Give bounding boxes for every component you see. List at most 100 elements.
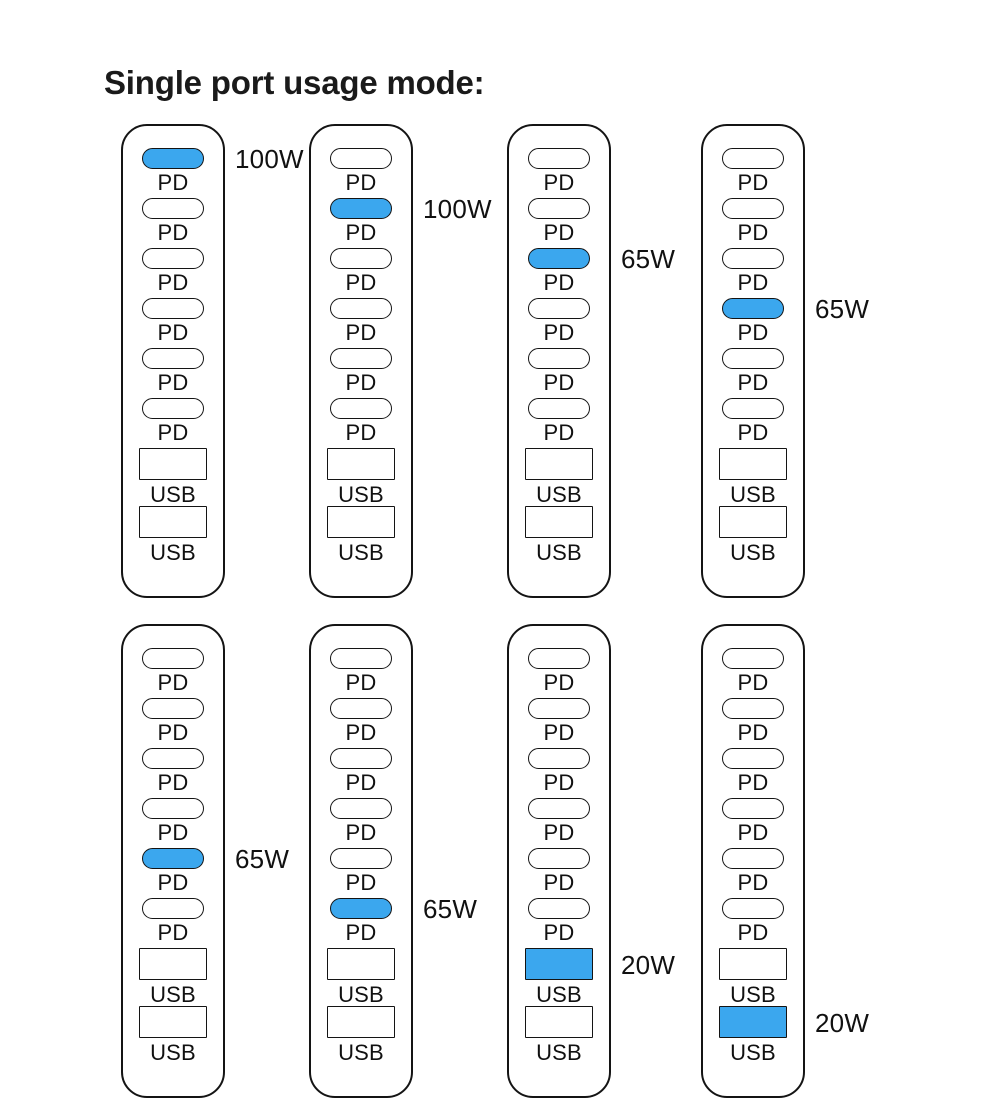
port-group-usb-8[interactable]: USB	[123, 506, 223, 564]
port-group-pd-2[interactable]: PD	[703, 698, 803, 748]
pd-port-icon[interactable]	[142, 698, 204, 719]
port-group-pd-6[interactable]: PD	[509, 898, 609, 948]
pd-port-icon[interactable]	[722, 398, 784, 419]
usb-port-icon[interactable]	[525, 448, 593, 480]
port-group-pd-1[interactable]: PD	[123, 148, 223, 198]
pd-port-icon[interactable]	[142, 748, 204, 769]
port-group-pd-5[interactable]: PD	[509, 348, 609, 398]
port-group-pd-5[interactable]: PD	[123, 848, 223, 898]
port-group-pd-5[interactable]: PD	[123, 348, 223, 398]
port-group-pd-4[interactable]: PD	[509, 798, 609, 848]
usb-port-icon[interactable]	[139, 1006, 207, 1038]
port-group-pd-3[interactable]: PD	[703, 748, 803, 798]
port-group-pd-3[interactable]: PD	[703, 248, 803, 298]
pd-port-icon[interactable]	[142, 348, 204, 369]
port-group-pd-2[interactable]: PD	[509, 698, 609, 748]
pd-port-icon[interactable]	[722, 348, 784, 369]
active-pd-port-icon[interactable]	[142, 848, 204, 869]
pd-port-icon[interactable]	[722, 748, 784, 769]
port-group-usb-8[interactable]: USB	[703, 506, 803, 564]
pd-port-icon[interactable]	[330, 848, 392, 869]
pd-port-icon[interactable]	[722, 248, 784, 269]
port-group-pd-3[interactable]: PD	[311, 248, 411, 298]
port-group-pd-4[interactable]: PD	[509, 298, 609, 348]
port-group-pd-4[interactable]: PD	[311, 298, 411, 348]
port-group-pd-3[interactable]: PD	[509, 748, 609, 798]
port-group-pd-4[interactable]: PD	[123, 798, 223, 848]
pd-port-icon[interactable]	[142, 798, 204, 819]
port-group-usb-8[interactable]: USB	[509, 506, 609, 564]
port-group-pd-6[interactable]: PD	[509, 398, 609, 448]
port-group-pd-5[interactable]: PD	[311, 848, 411, 898]
port-group-usb-7[interactable]: USB	[311, 448, 411, 506]
port-group-pd-6[interactable]: PD	[123, 898, 223, 948]
pd-port-icon[interactable]	[528, 698, 590, 719]
pd-port-icon[interactable]	[722, 898, 784, 919]
pd-port-icon[interactable]	[722, 848, 784, 869]
active-usb-port-icon[interactable]	[719, 1006, 787, 1038]
active-pd-port-icon[interactable]	[528, 248, 590, 269]
port-group-usb-7[interactable]: USB	[509, 948, 609, 1006]
port-group-usb-7[interactable]: USB	[123, 948, 223, 1006]
port-group-usb-8[interactable]: USB	[123, 1006, 223, 1064]
pd-port-icon[interactable]	[142, 898, 204, 919]
port-group-usb-7[interactable]: USB	[703, 448, 803, 506]
pd-port-icon[interactable]	[330, 698, 392, 719]
pd-port-icon[interactable]	[528, 748, 590, 769]
port-group-pd-1[interactable]: PD	[703, 148, 803, 198]
port-group-pd-2[interactable]: PD	[123, 198, 223, 248]
pd-port-icon[interactable]	[330, 648, 392, 669]
usb-port-icon[interactable]	[327, 506, 395, 538]
port-group-pd-2[interactable]: PD	[123, 698, 223, 748]
pd-port-icon[interactable]	[722, 698, 784, 719]
pd-port-icon[interactable]	[528, 898, 590, 919]
port-group-usb-7[interactable]: USB	[703, 948, 803, 1006]
usb-port-icon[interactable]	[525, 1006, 593, 1038]
pd-port-icon[interactable]	[330, 398, 392, 419]
port-group-pd-2[interactable]: PD	[509, 198, 609, 248]
pd-port-icon[interactable]	[142, 198, 204, 219]
port-group-pd-2[interactable]: PD	[703, 198, 803, 248]
port-group-pd-1[interactable]: PD	[703, 648, 803, 698]
port-group-usb-7[interactable]: USB	[123, 448, 223, 506]
usb-port-icon[interactable]	[327, 448, 395, 480]
active-pd-port-icon[interactable]	[330, 198, 392, 219]
port-group-pd-5[interactable]: PD	[509, 848, 609, 898]
port-group-usb-7[interactable]: USB	[509, 448, 609, 506]
pd-port-icon[interactable]	[142, 648, 204, 669]
pd-port-icon[interactable]	[142, 248, 204, 269]
active-pd-port-icon[interactable]	[142, 148, 204, 169]
pd-port-icon[interactable]	[528, 298, 590, 319]
pd-port-icon[interactable]	[528, 148, 590, 169]
port-group-usb-8[interactable]: USB	[509, 1006, 609, 1064]
pd-port-icon[interactable]	[330, 748, 392, 769]
pd-port-icon[interactable]	[330, 348, 392, 369]
port-group-pd-4[interactable]: PD	[703, 298, 803, 348]
pd-port-icon[interactable]	[330, 298, 392, 319]
pd-port-icon[interactable]	[528, 648, 590, 669]
pd-port-icon[interactable]	[528, 848, 590, 869]
port-group-pd-3[interactable]: PD	[123, 248, 223, 298]
pd-port-icon[interactable]	[528, 798, 590, 819]
usb-port-icon[interactable]	[719, 948, 787, 980]
port-group-pd-1[interactable]: PD	[509, 148, 609, 198]
port-group-pd-1[interactable]: PD	[311, 148, 411, 198]
active-usb-port-icon[interactable]	[525, 948, 593, 980]
pd-port-icon[interactable]	[722, 798, 784, 819]
port-group-pd-5[interactable]: PD	[703, 848, 803, 898]
pd-port-icon[interactable]	[528, 348, 590, 369]
port-group-pd-5[interactable]: PD	[703, 348, 803, 398]
usb-port-icon[interactable]	[327, 1006, 395, 1038]
pd-port-icon[interactable]	[722, 648, 784, 669]
pd-port-icon[interactable]	[330, 798, 392, 819]
pd-port-icon[interactable]	[330, 148, 392, 169]
port-group-pd-6[interactable]: PD	[311, 898, 411, 948]
port-group-pd-4[interactable]: PD	[123, 298, 223, 348]
pd-port-icon[interactable]	[528, 198, 590, 219]
port-group-pd-3[interactable]: PD	[311, 748, 411, 798]
port-group-pd-2[interactable]: PD	[311, 698, 411, 748]
usb-port-icon[interactable]	[139, 448, 207, 480]
port-group-pd-6[interactable]: PD	[703, 398, 803, 448]
port-group-usb-8[interactable]: USB	[311, 506, 411, 564]
usb-port-icon[interactable]	[327, 948, 395, 980]
